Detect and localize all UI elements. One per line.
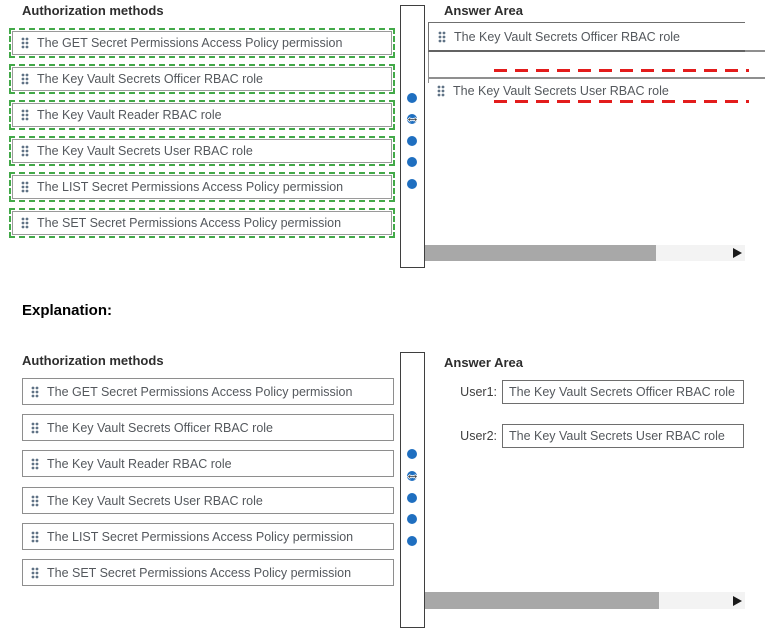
answer-item-label: The Key Vault Secrets User RBAC role [453, 84, 669, 98]
drag-item: The Key Vault Reader RBAC role [22, 450, 394, 477]
drag-item-label: The GET Secret Permissions Access Policy… [47, 384, 353, 399]
drag-handle-icon [21, 181, 29, 193]
source-panel-title: Authorization methods [22, 353, 164, 368]
drag-handle-icon [31, 495, 39, 507]
drag-item-label: The Key Vault Secrets User RBAC role [47, 493, 263, 508]
drag-item[interactable]: The Key Vault Secrets User RBAC role [9, 136, 395, 166]
answer-item-label: The Key Vault Secrets Officer RBAC role [454, 29, 681, 44]
drag-handle-icon [21, 73, 29, 85]
splitter-dot [407, 514, 417, 524]
scroll-right-arrow-icon [733, 595, 742, 606]
drag-handle-icon [31, 386, 39, 398]
drag-item: The GET Secret Permissions Access Policy… [22, 378, 394, 405]
slot-border-line [745, 50, 765, 52]
splitter-dot [407, 93, 417, 103]
answer-panel-title: Answer Area [444, 355, 523, 370]
panel-splitter [400, 352, 425, 628]
splitter-dot [407, 157, 417, 167]
splitter-dot [407, 179, 417, 189]
answer-panel-title: Answer Area [444, 3, 523, 18]
scroll-right-arrow-icon[interactable] [733, 248, 742, 258]
answer-row-value: The Key Vault Secrets Officer RBAC role [502, 380, 744, 404]
drag-item-label: The LIST Secret Permissions Access Polic… [37, 180, 344, 194]
drag-handle-icon [21, 217, 29, 229]
drag-item: The SET Secret Permissions Access Policy… [22, 559, 394, 586]
explanation-heading: Explanation: [22, 302, 113, 319]
drag-item-label: The Key Vault Secrets Officer RBAC role [37, 72, 264, 86]
drag-item-label: The Key Vault Secrets Officer RBAC role [47, 420, 274, 435]
source-panel-title: Authorization methods [22, 3, 164, 18]
drag-item[interactable]: The GET Secret Permissions Access Policy… [9, 28, 395, 58]
drag-handle-icon [31, 567, 39, 579]
splitter-dot [407, 114, 417, 124]
drag-handle-icon [21, 145, 29, 157]
drag-item-label: The SET Secret Permissions Access Policy… [37, 216, 342, 230]
answer-row-label: User1: [460, 385, 497, 399]
drag-item[interactable]: The Key Vault Reader RBAC role [9, 100, 395, 130]
horizontal-scrollbar [425, 592, 745, 609]
drag-handle-icon [31, 531, 39, 543]
drag-item: The Key Vault Secrets Officer RBAC role [22, 414, 394, 441]
drag-handle-icon [437, 85, 445, 97]
answer-slot-1[interactable]: The Key Vault Secrets Officer RBAC role [428, 22, 745, 52]
drag-handle-icon [31, 458, 39, 470]
horizontal-resize-icon: ↔ [405, 466, 420, 483]
drag-item-label: The Key Vault Secrets User RBAC role [37, 144, 253, 158]
drag-handle-icon [21, 37, 29, 49]
drag-item[interactable]: The SET Secret Permissions Access Policy… [9, 208, 395, 238]
drag-item-label: The Key Vault Reader RBAC role [37, 108, 222, 122]
drag-item[interactable]: The LIST Secret Permissions Access Polic… [9, 172, 395, 202]
red-answer-mark-line [494, 100, 749, 103]
splitter-dot [407, 471, 417, 481]
drag-item: The Key Vault Secrets User RBAC role [22, 487, 394, 514]
panel-splitter[interactable] [400, 5, 425, 268]
splitter-dot [407, 449, 417, 459]
answer-row-label: User2: [460, 429, 497, 443]
drag-item-label: The Key Vault Reader RBAC role [47, 456, 232, 471]
drag-handle-icon [438, 31, 446, 43]
splitter-dot [407, 493, 417, 503]
horizontal-scrollbar[interactable] [425, 245, 745, 261]
drag-item-label: The SET Secret Permissions Access Policy… [47, 565, 352, 580]
slot-divider-line [428, 77, 765, 79]
drag-item-label: The LIST Secret Permissions Access Polic… [47, 529, 354, 544]
drag-item: The LIST Secret Permissions Access Polic… [22, 523, 394, 550]
drag-handle-icon [21, 109, 29, 121]
drag-handle-icon [31, 422, 39, 434]
horizontal-resize-icon: ↔ [405, 109, 420, 126]
scrollbar-thumb [425, 592, 659, 609]
scrollbar-thumb[interactable] [425, 245, 656, 261]
answer-slot-2[interactable]: The Key Vault Secrets User RBAC role [437, 82, 669, 100]
slot-border-line [428, 52, 429, 83]
drag-item-label: The GET Secret Permissions Access Policy… [37, 36, 343, 50]
answer-row-value: The Key Vault Secrets User RBAC role [502, 424, 744, 448]
splitter-dot [407, 536, 417, 546]
splitter-dot [407, 136, 417, 146]
red-answer-mark-line [494, 69, 749, 72]
drag-item[interactable]: The Key Vault Secrets Officer RBAC role [9, 64, 395, 94]
